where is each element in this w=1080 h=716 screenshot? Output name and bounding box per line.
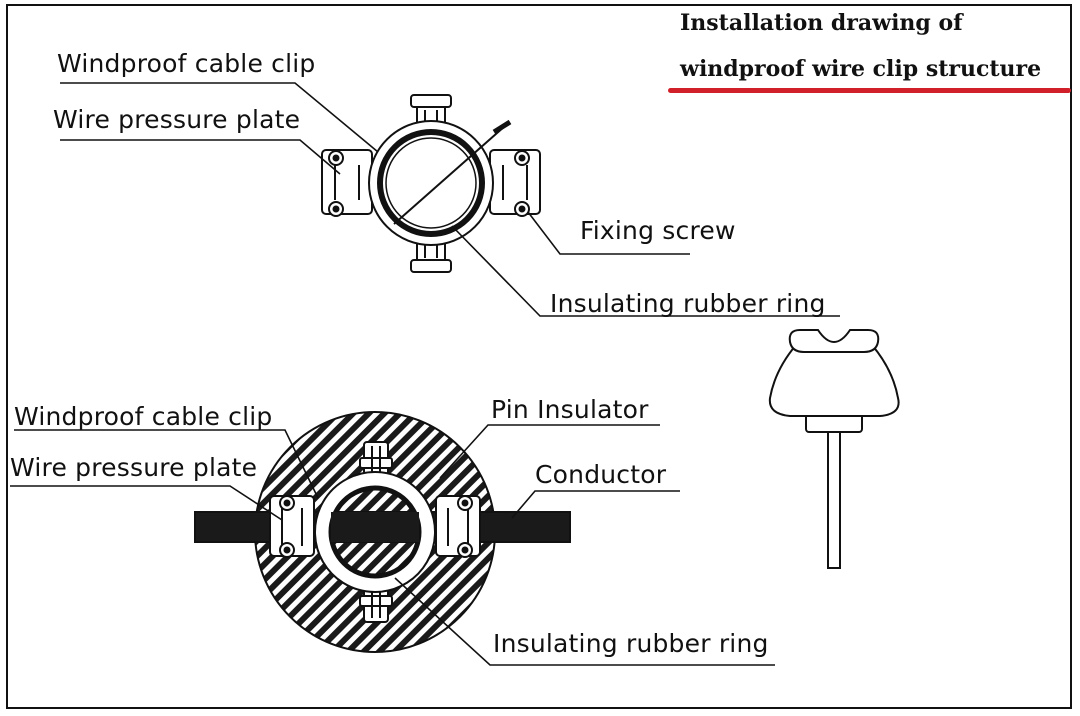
installed-assembly xyxy=(194,411,571,653)
label-installed-insulating-rubber-ring: Insulating rubber ring xyxy=(493,629,769,658)
label-installed-windproof-cable-clip: Windproof cable clip xyxy=(14,402,273,431)
insulator-pin xyxy=(827,421,841,569)
installed-pressure-plate-left xyxy=(269,495,315,558)
diagram-title-line1: Installation drawing of xyxy=(680,10,963,36)
top-clip-assembly xyxy=(321,94,541,273)
label-fixing-screw: Fixing screw xyxy=(580,216,736,245)
label-conductor: Conductor xyxy=(535,460,667,489)
top-leader-lines xyxy=(60,82,840,317)
label-top-windproof-cable-clip: Windproof cable clip xyxy=(57,49,316,78)
diagram-border xyxy=(6,4,1072,709)
installed-pressure-plate-right xyxy=(435,495,481,558)
top-pressure-plate-left xyxy=(321,149,373,217)
label-pin-insulator: Pin Insulator xyxy=(491,395,649,424)
installed-leader-lines xyxy=(10,424,775,666)
title-underline xyxy=(668,88,1071,93)
pin-insulator-drawing xyxy=(768,329,900,569)
insulator-skirt xyxy=(768,344,900,417)
insulator-top xyxy=(788,329,880,353)
top-pressure-plate-right xyxy=(489,149,541,217)
label-top-insulating-rubber-ring: Insulating rubber ring xyxy=(550,289,826,318)
label-top-wire-pressure-plate: Wire pressure plate xyxy=(53,105,301,134)
label-installed-wire-pressure-plate: Wire pressure plate xyxy=(10,453,258,482)
diagram-title-line2: windproof wire clip structure xyxy=(680,56,1042,82)
